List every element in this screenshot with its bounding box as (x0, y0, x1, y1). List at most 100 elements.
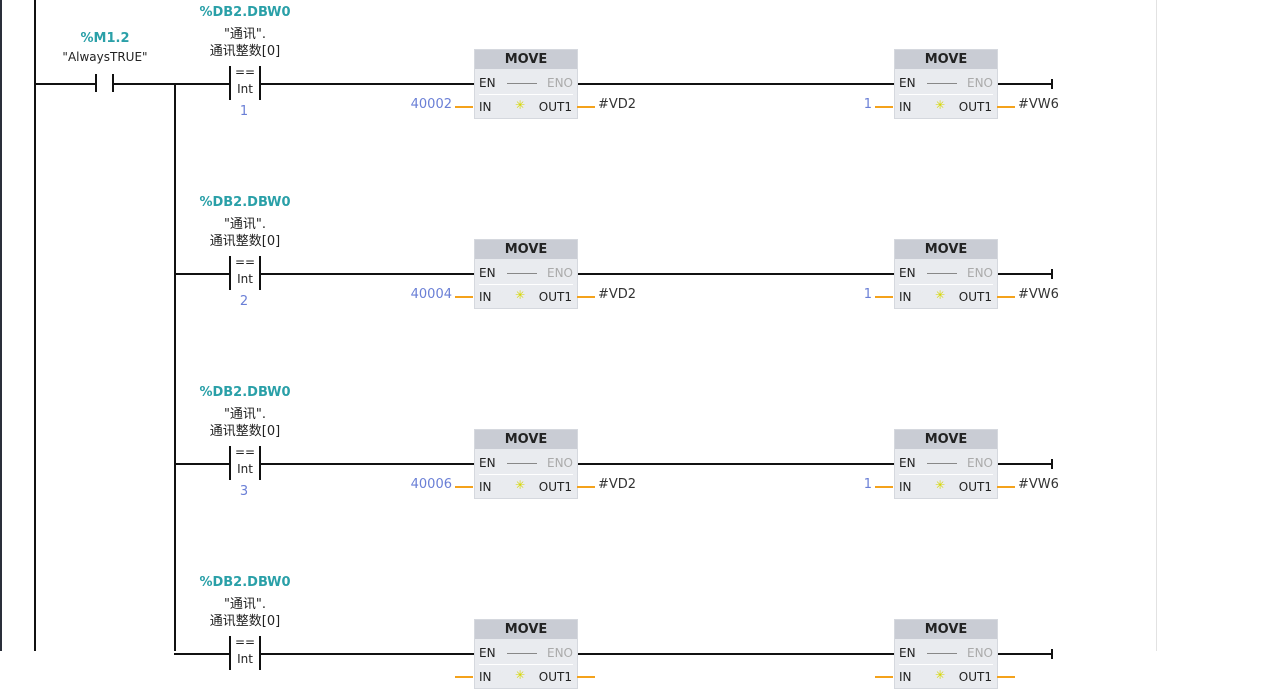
compare-address: %DB2.DBW0 (199, 5, 291, 20)
wire (261, 653, 474, 655)
in-value[interactable]: 40002 (410, 97, 452, 112)
out-wire (997, 486, 1015, 488)
compare-address: %DB2.DBW0 (199, 195, 291, 210)
out-value[interactable]: #VD2 (598, 477, 637, 492)
en-pin: EN (899, 76, 916, 90)
move-block[interactable]: MOVE EN ENO IN ✳ OUT1 (894, 619, 998, 689)
en-pin: EN (479, 266, 496, 280)
en-pin: EN (479, 456, 496, 470)
in-value[interactable]: 1 (863, 97, 872, 112)
move-block[interactable]: MOVE EN ENO IN ✳ OUT1 (474, 239, 578, 309)
out-pin: OUT1 (538, 480, 572, 494)
asterisk-icon: ✳ (515, 288, 526, 302)
eno-pin: ENO (546, 456, 573, 470)
compare-bar (229, 256, 231, 290)
move-title: MOVE (895, 430, 997, 449)
compare-symbol-1: "通讯". (223, 217, 267, 232)
asterisk-icon: ✳ (515, 478, 526, 492)
move-title: MOVE (475, 50, 577, 69)
compare-operator[interactable]: == (234, 255, 256, 269)
in-wire (875, 296, 893, 298)
wire (174, 463, 230, 465)
en-eno-line (507, 653, 537, 654)
asterisk-icon: ✳ (935, 668, 946, 682)
out-wire (577, 106, 595, 108)
eno-pin: ENO (966, 76, 993, 90)
compare-operator[interactable]: == (234, 65, 256, 79)
wire (261, 83, 474, 85)
eno-pin: ENO (546, 266, 573, 280)
in-value[interactable]: 1 (863, 287, 872, 302)
wire (997, 653, 1053, 655)
compare-bar (259, 66, 261, 100)
move-block[interactable]: MOVE EN ENO IN ✳ OUT1 (894, 429, 998, 499)
en-pin: EN (479, 646, 496, 660)
move-block[interactable]: MOVE EN ENO IN ✳ OUT1 (894, 239, 998, 309)
compare-type[interactable]: Int (237, 82, 253, 96)
out-pin: OUT1 (538, 290, 572, 304)
compare-operator[interactable]: == (234, 635, 256, 649)
en-pin: EN (479, 76, 496, 90)
in-wire (455, 676, 473, 678)
asterisk-icon: ✳ (935, 98, 946, 112)
out-pin: OUT1 (538, 670, 572, 684)
wire (577, 653, 894, 655)
move-block[interactable]: MOVE EN ENO IN ✳ OUT1 (474, 49, 578, 119)
out-value[interactable]: #VD2 (598, 97, 637, 112)
divider (479, 284, 573, 285)
compare-operator[interactable]: == (234, 445, 256, 459)
en-eno-line (927, 273, 957, 274)
in-wire (455, 486, 473, 488)
divider (899, 284, 993, 285)
compare-value[interactable]: 3 (239, 484, 249, 499)
rung-end (1051, 269, 1053, 279)
in-value[interactable]: 40006 (410, 477, 452, 492)
compare-bar (259, 446, 261, 480)
out-pin: OUT1 (958, 480, 992, 494)
out-value[interactable]: #VW6 (1018, 287, 1059, 302)
wire (577, 463, 894, 465)
wire (261, 463, 474, 465)
contact-symbol: "AlwaysTRUE" (62, 50, 148, 64)
move-title: MOVE (475, 620, 577, 639)
in-wire (455, 296, 473, 298)
compare-address: %DB2.DBW0 (199, 575, 291, 590)
wire (174, 273, 230, 275)
divider (479, 474, 573, 475)
compare-type[interactable]: Int (237, 462, 253, 476)
asterisk-icon: ✳ (515, 98, 526, 112)
compare-address: %DB2.DBW0 (199, 385, 291, 400)
in-pin: IN (899, 480, 912, 494)
move-title: MOVE (895, 50, 997, 69)
compare-type[interactable]: Int (237, 272, 253, 286)
in-value[interactable]: 1 (863, 477, 872, 492)
move-title: MOVE (895, 620, 997, 639)
out-value[interactable]: #VD2 (598, 287, 637, 302)
out-wire (997, 676, 1015, 678)
out-value[interactable]: #VW6 (1018, 477, 1059, 492)
out-wire (997, 296, 1015, 298)
out-value[interactable]: #VW6 (1018, 97, 1059, 112)
move-block[interactable]: MOVE EN ENO IN ✳ OUT1 (474, 619, 578, 689)
eno-pin: ENO (966, 266, 993, 280)
in-wire (455, 106, 473, 108)
out-pin: OUT1 (958, 290, 992, 304)
asterisk-icon: ✳ (515, 668, 526, 682)
out-pin: OUT1 (958, 670, 992, 684)
compare-bar (259, 256, 261, 290)
move-block[interactable]: MOVE EN ENO IN ✳ OUT1 (474, 429, 578, 499)
in-wire (875, 676, 893, 678)
compare-symbol-1: "通讯". (223, 597, 267, 612)
move-title: MOVE (475, 430, 577, 449)
move-title: MOVE (475, 240, 577, 259)
en-pin: EN (899, 646, 916, 660)
in-wire (875, 486, 893, 488)
move-block[interactable]: MOVE EN ENO IN ✳ OUT1 (894, 49, 998, 119)
compare-value[interactable]: 2 (239, 294, 249, 309)
compare-type[interactable]: Int (237, 652, 253, 666)
compare-value[interactable]: 1 (239, 104, 249, 119)
in-pin: IN (479, 100, 492, 114)
wire (997, 83, 1053, 85)
in-value[interactable]: 40004 (410, 287, 452, 302)
out-pin: OUT1 (958, 100, 992, 114)
